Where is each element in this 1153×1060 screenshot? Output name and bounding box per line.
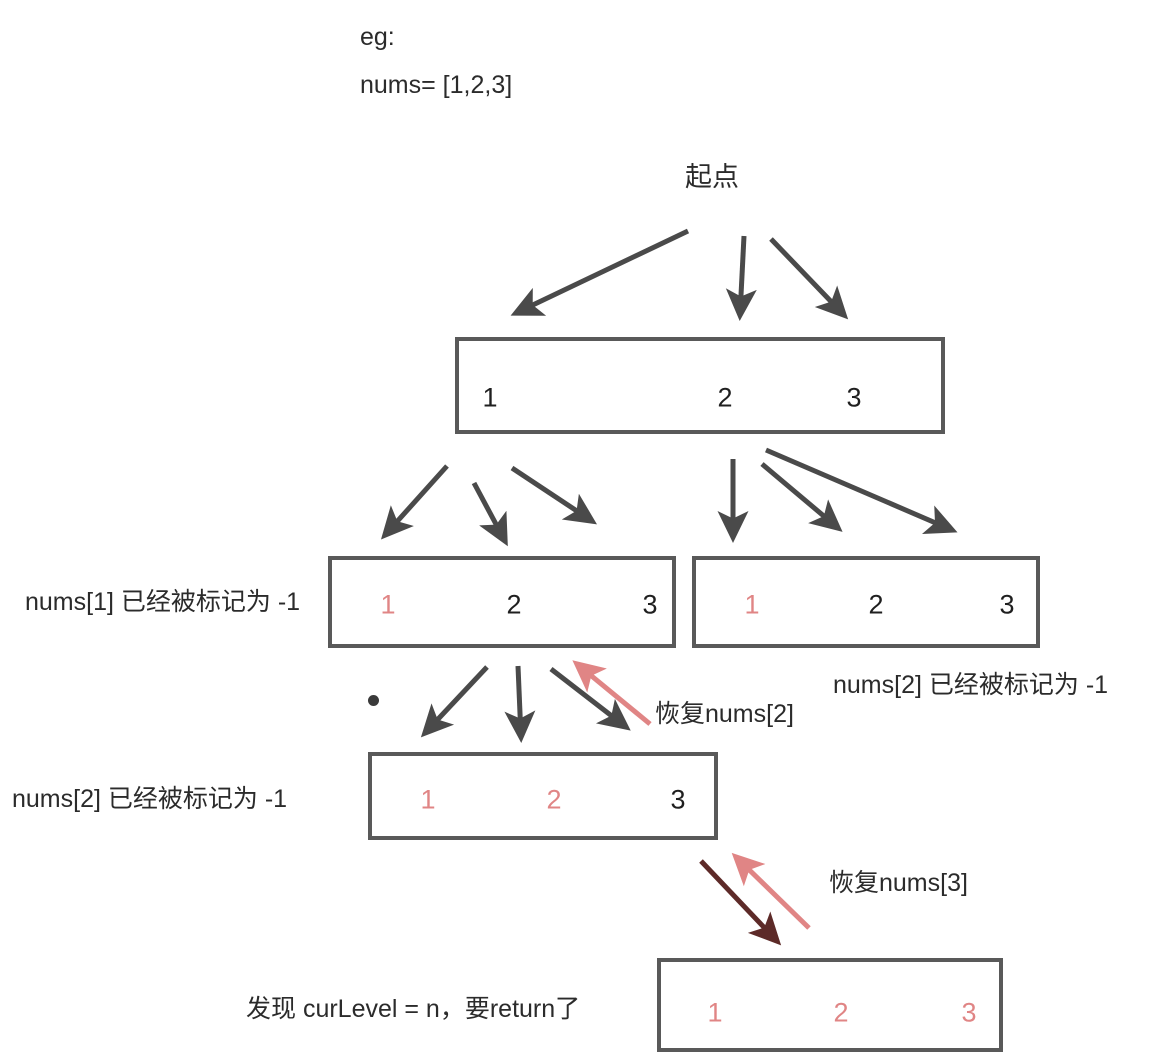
arrow-l1-left-branch-3 — [510, 465, 598, 525]
arrow-l2-branch-2 — [504, 665, 536, 743]
root-label: 起点 — [685, 162, 739, 192]
level2-right-cell-0: 1 — [744, 589, 760, 620]
level3-cell-0: 1 — [420, 784, 436, 815]
level2-left-cell-0: 1 — [380, 589, 396, 620]
arrow-l1-left-branch-1 — [380, 464, 449, 540]
eg-label: eg: — [360, 23, 395, 51]
arrow-l3-to-l4 — [699, 859, 782, 946]
annotation-marked-nums2-left: nums[2] 已经被标记为 -1 — [12, 785, 288, 813]
arrow-l1-right-branch-2 — [760, 462, 843, 532]
arrow-l1-right-branch-3 — [765, 447, 958, 534]
level2-left-array-box: 1 2 3 — [328, 556, 676, 648]
annotation-return-note: 发现 curLevel = n，要return了 — [246, 995, 581, 1023]
arrow-restore-nums3 — [731, 852, 811, 930]
arrow-l2-branch-3 — [549, 667, 631, 731]
label-restore-nums3: 恢复nums[3] — [829, 869, 968, 897]
level4-cell-1: 2 — [833, 997, 849, 1028]
level1-array-box: 1 2 3 — [455, 337, 945, 434]
arrow-root-branch-2 — [725, 235, 757, 321]
level2-right-array-box: 1 2 3 — [692, 556, 1040, 648]
level3-array-box: 1 2 3 — [368, 752, 718, 840]
level4-cell-2: 3 — [961, 997, 977, 1028]
arrow-l1-left-branch-2 — [471, 481, 508, 547]
level4-array-box: 1 2 3 — [657, 958, 1003, 1052]
nums-label: nums= [1,2,3] — [360, 71, 513, 99]
label-restore-nums2: 恢复nums[2] — [655, 700, 794, 728]
annotation-marked-nums1: nums[1] 已经被标记为 -1 — [25, 588, 301, 616]
level2-left-cell-1: 2 — [506, 589, 522, 620]
level3-cell-2: 3 — [670, 784, 686, 815]
arrow-restore-nums2 — [572, 660, 652, 726]
level2-right-cell-1: 2 — [868, 589, 884, 620]
annotation-marked-nums2-right: nums[2] 已经被标记为 -1 — [833, 671, 1109, 699]
level1-cell-1: 2 — [717, 382, 733, 413]
arrow-root-branch-1 — [510, 228, 690, 316]
level2-right-cell-2: 3 — [999, 589, 1015, 620]
level2-left-cell-2: 3 — [642, 589, 658, 620]
arrow-root-branch-3 — [769, 237, 849, 320]
level1-cell-0: 1 — [482, 382, 498, 413]
arrow-l2-branch-1 — [420, 665, 489, 738]
bullet-dot — [368, 695, 379, 706]
level4-cell-0: 1 — [707, 997, 723, 1028]
level3-cell-1: 2 — [546, 784, 562, 815]
level1-cell-2: 3 — [846, 382, 862, 413]
